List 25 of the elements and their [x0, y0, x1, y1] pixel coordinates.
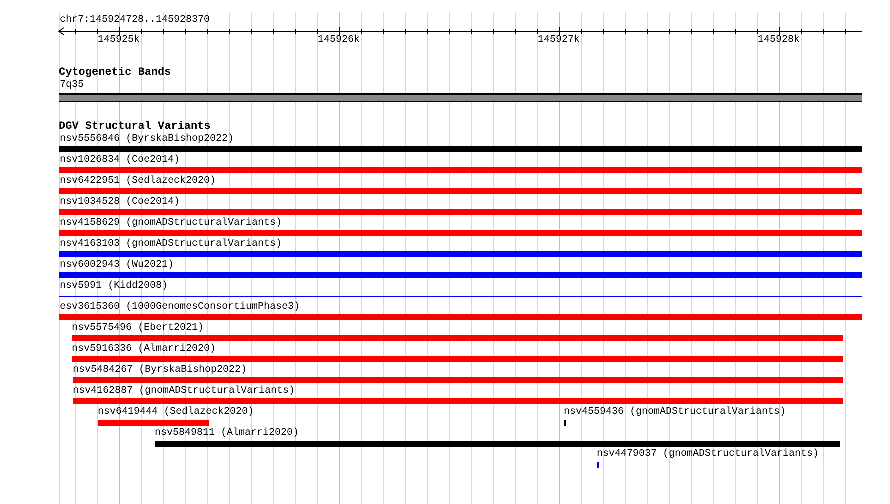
feature-label: esv3615360 (1000GenomesConsortiumPhase3)	[60, 302, 300, 314]
track-title: DGV Structural Variants	[59, 121, 211, 133]
feature-label: nsv5484267 (ByrskaBishop2022)	[73, 365, 248, 377]
feature-label: nsv6002943 (Wu2021)	[60, 260, 174, 272]
tick-label: 145925k	[98, 35, 140, 47]
feature-label: nsv4158629 (gnomADStructuralVariants)	[60, 218, 282, 230]
feature-label: nsv4559436 (gnomADStructuralVariants)	[564, 407, 786, 419]
position-label: chr7:145924728..145928370	[60, 15, 210, 27]
feature-label: nsv6422951 (Sedlazeck2020)	[60, 176, 216, 188]
tick-label: 145928k	[758, 35, 800, 47]
feature-label: nsv4162887 (gnomADStructuralVariants)	[73, 386, 296, 398]
feature-label: nsv4479037 (gnomADStructuralVariants)	[597, 449, 820, 461]
feature-label: nsv1034528 (Coe2014)	[60, 197, 180, 209]
feature-label: nsv5916336 (Almarri2020)	[72, 344, 216, 356]
feature-label: nsv6419444 (Sedlazeck2020)	[98, 407, 254, 419]
track-title: Cytogenetic Bands	[59, 67, 172, 79]
feature-label: nsv5575496 (Ebert2021)	[72, 323, 204, 335]
feature-label: nsv5849811 (Almarri2020)	[155, 428, 300, 440]
feature-label: nsv1026834 (Coe2014)	[60, 155, 180, 167]
feature-label: nsv5556846 (ByrskaBishop2022)	[60, 134, 234, 146]
tick-label: 145926k	[318, 35, 360, 47]
band-label: 7q35	[60, 80, 84, 92]
feature-label: nsv4163103 (gnomADStructuralVariants)	[60, 239, 282, 251]
feature-label: nsv5991 (Kidd2008)	[60, 281, 168, 293]
tick-label: 145927k	[538, 35, 580, 47]
